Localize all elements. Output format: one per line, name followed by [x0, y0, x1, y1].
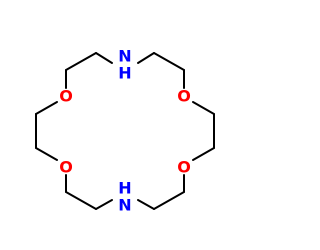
oxygen-right-lower-label: O [177, 158, 191, 177]
bond [65, 191, 97, 210]
nitrogen-top-label: N [118, 47, 131, 66]
bond [95, 199, 113, 210]
bond [153, 191, 185, 210]
nitrogen-bottom-hydrogen-label: H [118, 179, 131, 198]
oxygen-left-lower-label: O [59, 158, 73, 177]
bond [153, 52, 185, 71]
atom-labels: N H O O O O H N [59, 47, 191, 215]
bond [35, 147, 58, 161]
bonds [35, 52, 215, 210]
oxygen-right-upper-label: O [177, 87, 191, 106]
background [0, 0, 250, 250]
bond [192, 147, 215, 161]
oxygen-left-upper-label: O [59, 87, 73, 106]
bond [95, 52, 113, 64]
bond [137, 199, 155, 210]
bond [35, 101, 58, 115]
crown-ether-diagram: N H O O O O H N [0, 0, 250, 250]
bond [137, 52, 155, 64]
nitrogen-top-hydrogen-label: H [118, 64, 131, 83]
bond [65, 52, 97, 71]
bond [192, 101, 215, 115]
nitrogen-bottom-label: N [118, 196, 131, 215]
